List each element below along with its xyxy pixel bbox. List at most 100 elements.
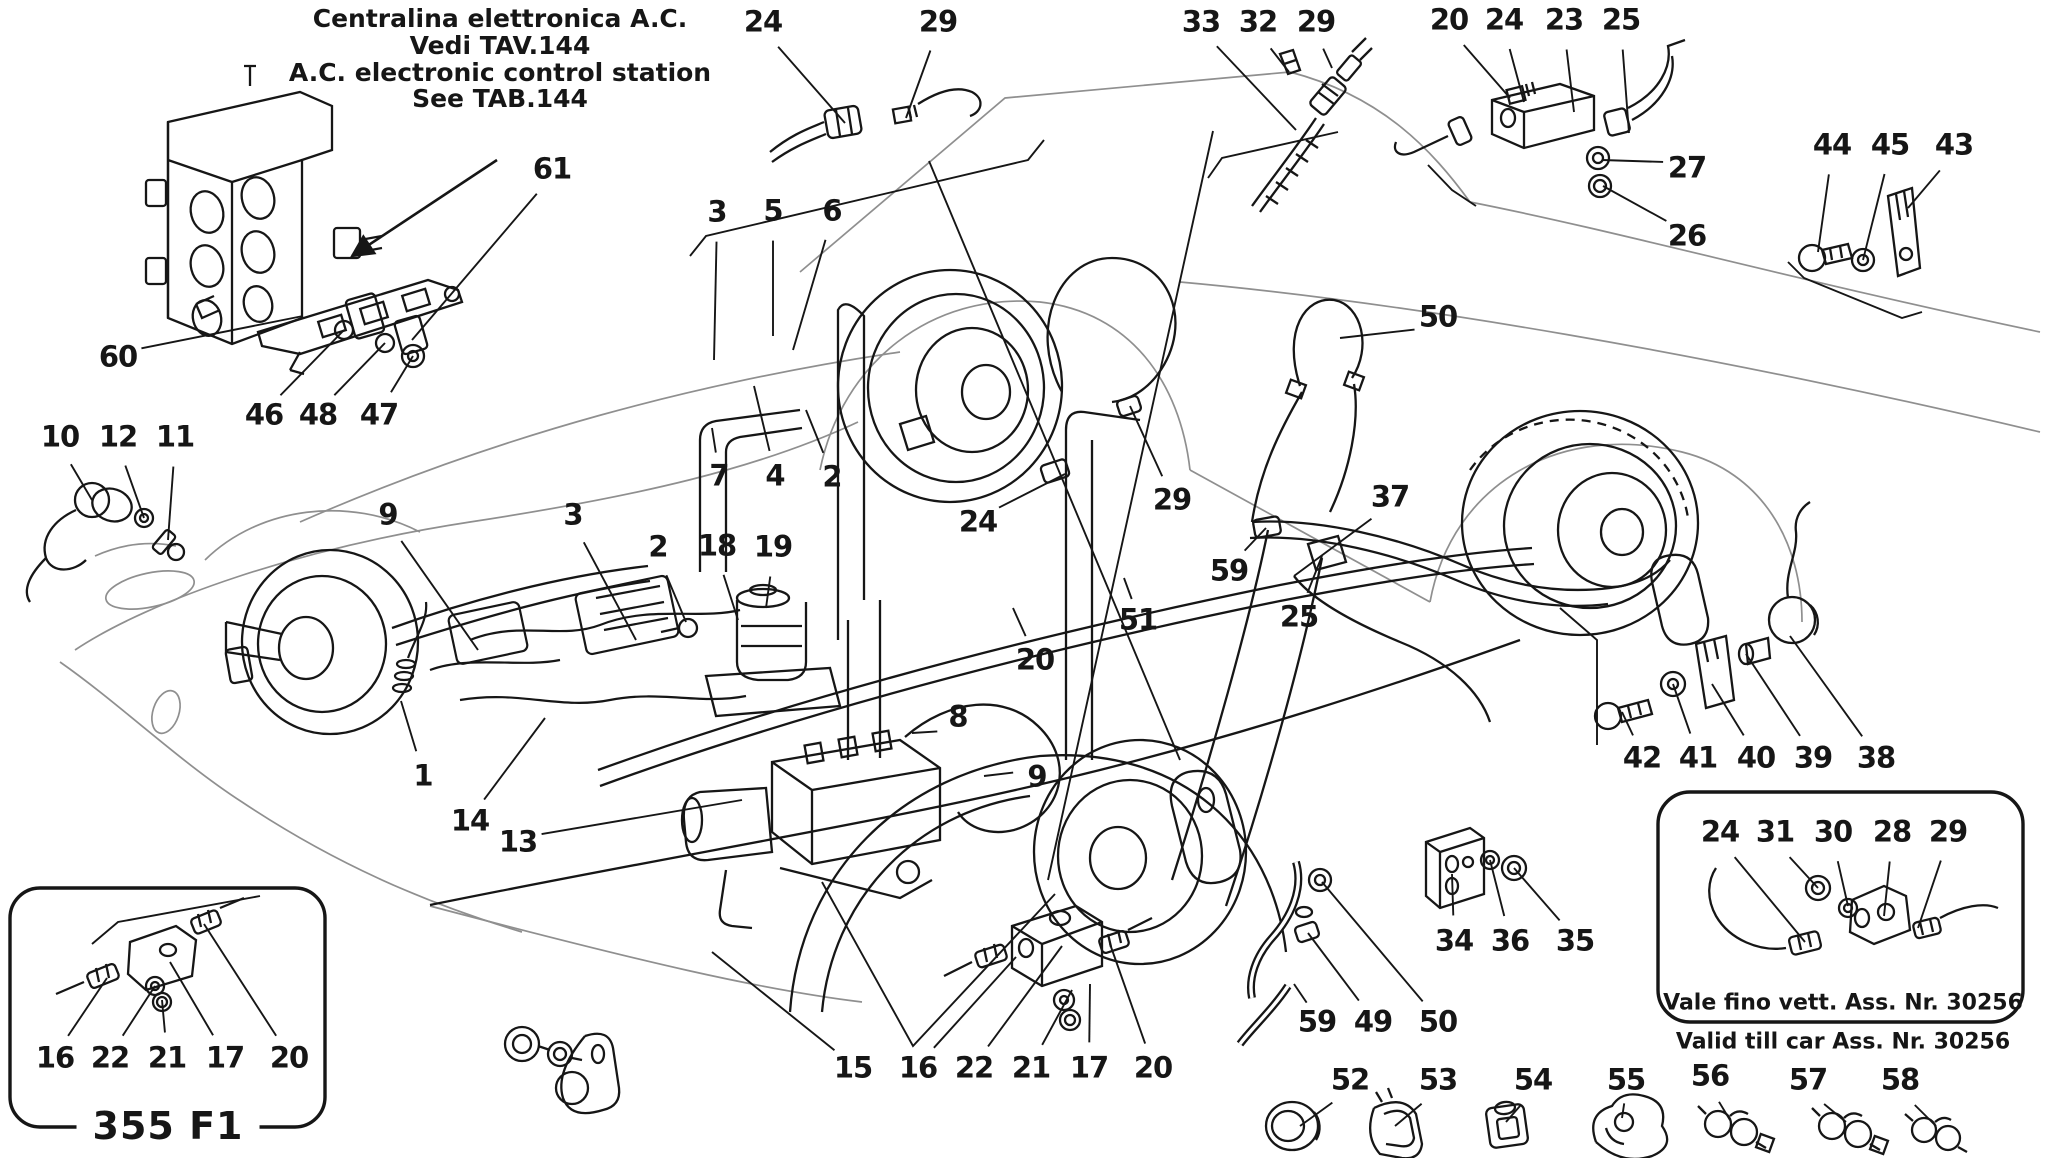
part-callout-26: 26 <box>1667 218 1707 253</box>
part-callout-46: 46 <box>244 397 284 432</box>
box-validity <box>1656 790 2025 1024</box>
leader-20 <box>1463 44 1511 99</box>
bottom-center-wheel <box>788 738 1288 1013</box>
clip-53 <box>1369 1087 1424 1158</box>
part-callout-18: 18 <box>697 528 737 563</box>
washer-41 <box>1659 670 1687 698</box>
hose-group-59-49-50 <box>1236 860 1333 1047</box>
leader-23 <box>1565 49 1575 113</box>
part-callout-50: 50 <box>1418 299 1458 334</box>
leader-12 <box>124 465 145 519</box>
part-callout-19: 19 <box>753 529 793 564</box>
part-callout-59: 59 <box>1297 1004 1337 1039</box>
ac-note-line4: See TAB.144 <box>412 84 588 114</box>
leader-35 <box>1513 867 1561 922</box>
leader-4 <box>753 385 771 452</box>
part-callout-8: 8 <box>948 699 968 734</box>
leader-43 <box>1907 169 1941 209</box>
abs-pump-motor <box>682 786 774 862</box>
part-callout-27: 27 <box>1667 150 1707 185</box>
part-callout-28: 28 <box>1872 814 1912 849</box>
part-callout-47: 47 <box>359 397 399 432</box>
leader-32 <box>1269 47 1290 73</box>
note-arrow <box>350 158 498 258</box>
bracket-40 <box>1694 634 1736 710</box>
leader-60 <box>141 315 304 350</box>
sensor-group-33-32-29 <box>1251 37 1373 213</box>
brake-pipes <box>391 256 1671 907</box>
leader-47 <box>390 355 414 393</box>
fitting-group-24-29 <box>769 88 982 163</box>
leader-22 <box>987 945 1063 1048</box>
leader-16 <box>67 977 108 1037</box>
clip-57 <box>1811 1107 1890 1156</box>
leader-49 <box>1307 932 1360 1002</box>
part-callout-35: 35 <box>1555 923 1595 958</box>
part-callout-58: 58 <box>1880 1062 1920 1097</box>
part-callout-31: 31 <box>1755 814 1795 849</box>
part-callout-25: 25 <box>1279 599 1319 634</box>
part-callout-32: 32 <box>1238 4 1278 39</box>
part-callout-17: 17 <box>205 1040 245 1075</box>
car-body-outline <box>59 71 2041 1003</box>
leader-7 <box>711 427 717 453</box>
part-callout-9: 9 <box>378 497 398 532</box>
leader-21 <box>161 999 166 1033</box>
pclamp-group <box>503 1025 621 1115</box>
union-29-front <box>1115 394 1143 418</box>
relay-61-b <box>393 314 429 356</box>
part-callout-13: 13 <box>498 824 538 859</box>
part-callout-5: 5 <box>763 193 783 228</box>
tee-group-20-23-24-25 <box>1393 38 1686 199</box>
part-callout-10: 10 <box>40 419 80 454</box>
part-callout-51: 51 <box>1118 602 1158 637</box>
union-group-355f1 <box>55 896 245 1013</box>
leader-17 <box>169 961 214 1036</box>
leader-57 <box>1823 1103 1847 1123</box>
sensor-group-10-12-11 <box>25 481 186 603</box>
leader-28 <box>1883 861 1891 917</box>
part-callout-43: 43 <box>1934 127 1974 162</box>
leader-13 <box>541 799 743 835</box>
leader-61 <box>411 193 538 341</box>
leader-29 <box>1322 48 1333 69</box>
leader-27 <box>1601 159 1664 163</box>
part-callout-55: 55 <box>1606 1062 1646 1097</box>
part-callout-60: 60 <box>98 339 138 374</box>
sensor-group-38-42 <box>1593 501 1819 731</box>
leader-9 <box>400 540 479 651</box>
part-callout-22: 22 <box>954 1050 994 1085</box>
part-callout-44: 44 <box>1812 127 1852 162</box>
part-callout-37: 37 <box>1370 479 1410 514</box>
nut-26 <box>1587 173 1613 199</box>
part-callout-16: 16 <box>898 1050 938 1085</box>
part-callout-24: 24 <box>958 504 998 539</box>
rear-right-wheel <box>1460 409 1710 646</box>
master-cylinder <box>704 666 842 718</box>
leader-52 <box>1299 1101 1333 1127</box>
validity-note-english: Valid till car Ass. Nr. 30256 <box>1675 1029 2011 1055</box>
leader-34 <box>1451 873 1455 916</box>
part-callout-50: 50 <box>1418 1004 1458 1039</box>
part-callout-9: 9 <box>1027 759 1047 794</box>
leader-1 <box>400 700 418 752</box>
bracket-43 <box>1886 186 1922 278</box>
leader-56 <box>1718 1101 1731 1121</box>
part-callout-23: 23 <box>1544 2 1584 37</box>
leader-31 <box>1788 856 1819 889</box>
ac-control-box <box>144 64 383 346</box>
screw-60-area <box>194 294 221 320</box>
part-callout-25: 25 <box>1601 2 1641 37</box>
washer-45 <box>1850 247 1876 273</box>
leader-2 <box>665 574 687 623</box>
leader-22 <box>121 985 156 1037</box>
leader-2 <box>805 409 825 454</box>
leader-46 <box>279 329 345 396</box>
part-callout-54: 54 <box>1513 1062 1553 1097</box>
part-callout-41: 41 <box>1678 740 1718 775</box>
part-callout-29: 29 <box>918 4 958 39</box>
part-callout-7: 7 <box>709 458 729 493</box>
leader-29 <box>1129 405 1164 477</box>
